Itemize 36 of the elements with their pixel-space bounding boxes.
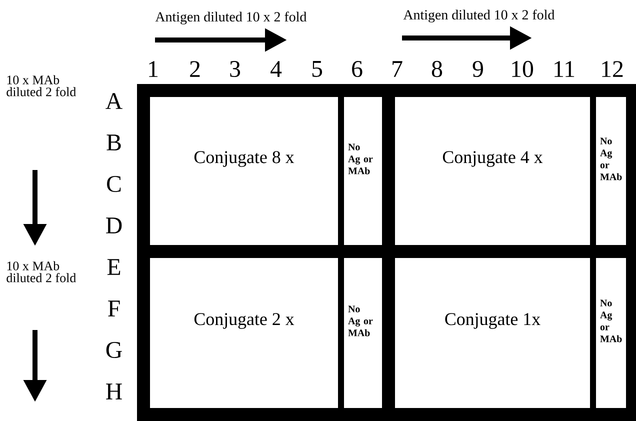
well-label: Conjugate 8 x (194, 151, 294, 167)
column-number: 4 (270, 61, 282, 77)
control-label: No Ag or MAb (348, 306, 373, 336)
well-block (150, 97, 338, 245)
row-letter: B (106, 134, 121, 150)
axis-caption: Antigen diluted 10 x 2 fold (155, 12, 307, 24)
control-column (596, 97, 626, 245)
control-label: No Ag or MAb (348, 144, 373, 174)
column-number: 7 (392, 61, 402, 77)
row-letter: C (107, 176, 121, 192)
axis-caption: 10 x MAb diluted 2 fold (6, 75, 76, 96)
column-number: 11 (554, 61, 574, 77)
well-label: Conjugate 2 x (194, 313, 294, 329)
control-column (596, 258, 626, 408)
well-label: Conjugate 4 x (442, 151, 543, 167)
row-letter: F (108, 300, 120, 316)
axis-caption: Antigen diluted 10 x 2 fold (403, 10, 555, 22)
well-block (150, 258, 338, 408)
row-letter: E (107, 259, 120, 275)
control-column (344, 97, 382, 245)
control-column (344, 258, 382, 408)
well-block (395, 258, 590, 408)
row-letter: D (106, 218, 122, 234)
column-number: 8 (432, 60, 442, 78)
control-label: No Ag or MAb (600, 138, 622, 180)
axis-caption: 10 x MAb diluted 2 fold (6, 261, 76, 282)
control-label: No Ag or MAb (600, 300, 622, 342)
row-letter: A (106, 93, 122, 109)
row-letter: H (106, 384, 122, 400)
column-number: 6 (352, 60, 362, 78)
well-block (395, 97, 590, 245)
row-letter: G (106, 342, 122, 358)
well-label: Conjugate 1x (445, 313, 540, 329)
column-number: 12 (602, 61, 623, 77)
column-number: 5 (312, 61, 322, 77)
column-number: 10 (512, 60, 534, 78)
